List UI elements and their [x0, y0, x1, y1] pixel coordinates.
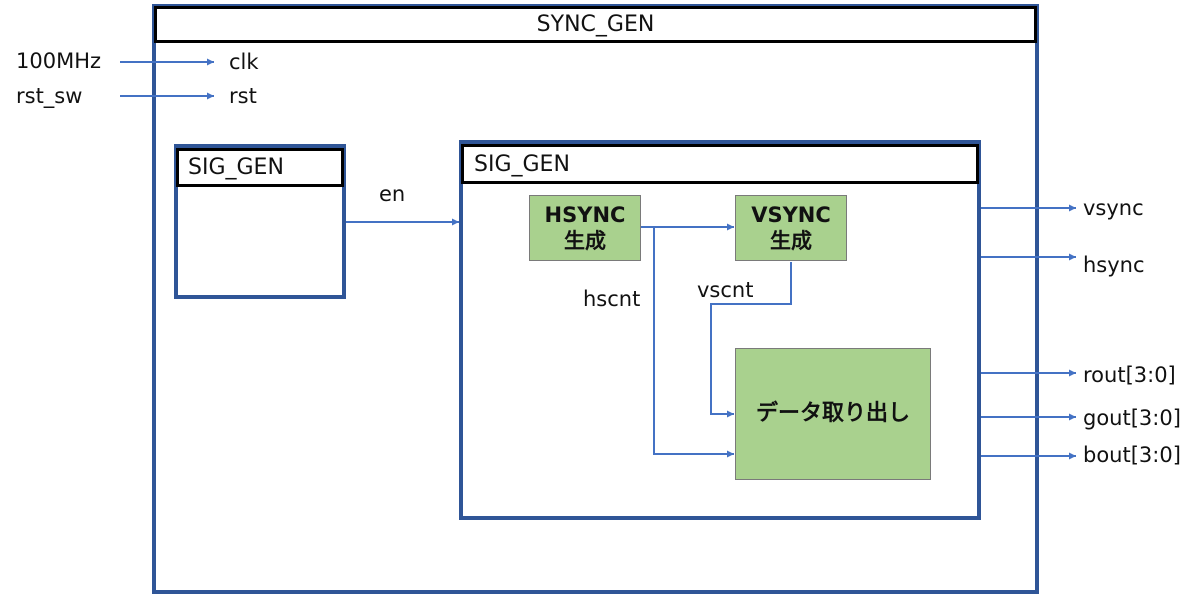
hscnt-arrow [641, 226, 734, 458]
vscnt-label: vscnt [697, 278, 754, 302]
output-label-rout: rout[3:0] [1083, 363, 1176, 387]
vsync-generator-block: VSYNC 生成 [735, 195, 847, 261]
hsync-block-line1: HSYNC [544, 202, 626, 227]
inner-sig-gen-frame [459, 140, 981, 520]
left-sig-gen-title: SIG_GEN [176, 148, 344, 187]
output-label-hsync: hsync [1083, 253, 1145, 277]
clk-port-label: clk [229, 50, 259, 74]
left-sig-gen-title-text: SIG_GEN [188, 155, 284, 180]
inner-sig-gen-title-text: SIG_GEN [474, 151, 570, 177]
inner-sig-gen-title: SIG_GEN [461, 144, 979, 184]
clk-source-label: 100MHz [16, 49, 102, 73]
data-fetch-block: データ取り出し [735, 348, 931, 480]
sync-gen-title-text: SYNC_GEN [536, 12, 655, 37]
vsync-block-line2: 生成 [769, 229, 812, 253]
rst-source-label: rst_sw [16, 84, 83, 108]
data-fetch-label: データ取り出し [755, 401, 910, 427]
en-label: en [379, 182, 406, 206]
output-label-bout: bout[3:0] [1083, 443, 1181, 467]
hsync-generator-block: HSYNC 生成 [529, 195, 641, 261]
vscnt-arrow [710, 262, 792, 418]
hscnt-label: hscnt [583, 287, 641, 311]
rst-port-label: rst [229, 84, 257, 108]
left-sig-gen-frame [174, 144, 346, 299]
output-label-vsync: vsync [1083, 196, 1144, 220]
sync-gen-title: SYNC_GEN [154, 6, 1037, 43]
hsync-block-line2: 生成 [564, 229, 606, 253]
output-label-gout: gout[3:0] [1083, 406, 1181, 430]
vsync-block-line1: VSYNC [751, 202, 831, 227]
